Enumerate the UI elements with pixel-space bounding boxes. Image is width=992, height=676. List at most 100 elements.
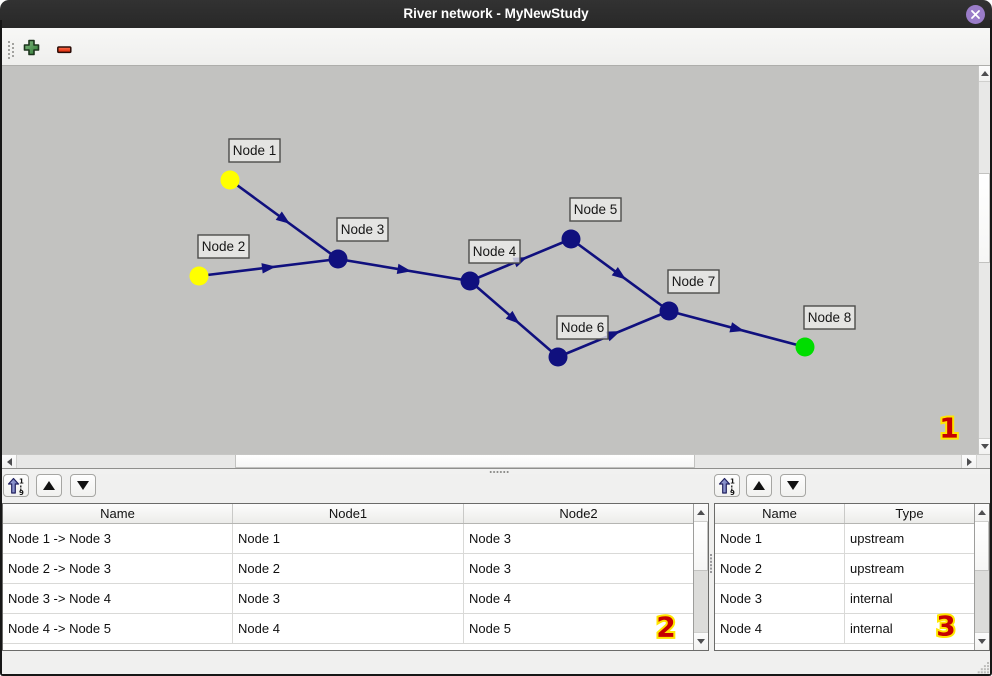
column-header-name[interactable]: Name	[715, 504, 845, 523]
svg-text:Node 1: Node 1	[233, 143, 277, 158]
table-cell[interactable]: Node 2 -> Node 3	[3, 554, 233, 584]
edge-node-3-to-node-4[interactable]	[337, 257, 471, 283]
move-up-icon	[753, 481, 765, 490]
node-node-5[interactable]	[561, 229, 581, 249]
table-cell[interactable]: upstream	[845, 524, 974, 554]
table-cell[interactable]: upstream	[845, 554, 974, 584]
canvas-vscrollbar[interactable]	[978, 66, 990, 454]
column-header-node1[interactable]: Node1	[233, 504, 464, 523]
edge-node-1-to-node-3[interactable]	[229, 178, 339, 261]
node-node-1[interactable]	[220, 170, 240, 190]
nodes-table-scrollbar[interactable]	[974, 504, 989, 650]
table-cell[interactable]: Node 4	[233, 614, 464, 644]
move-down-button-left[interactable]	[70, 474, 96, 497]
canvas-vscrollbar-thumb[interactable]	[979, 173, 990, 263]
close-button[interactable]	[966, 5, 985, 24]
column-header-name[interactable]: Name	[3, 504, 233, 523]
resize-grip-icon[interactable]	[986, 662, 989, 664]
scroll-down-button[interactable]	[979, 438, 990, 454]
table-cell[interactable]: Node 3	[464, 554, 693, 584]
reaches-table-scrollbar[interactable]	[693, 504, 708, 650]
table-cell[interactable]: Node 1	[233, 524, 464, 554]
edge-node-6-to-node-7[interactable]	[557, 309, 670, 359]
scroll-down-icon	[697, 639, 705, 644]
canvas-hscrollbar-thumb[interactable]	[235, 455, 695, 468]
table-cell[interactable]: Node 2	[715, 554, 845, 584]
sort-ascending-icon: 1 9	[718, 477, 735, 496]
node-node-7[interactable]	[659, 301, 679, 321]
move-up-icon	[43, 481, 55, 490]
node-node-3[interactable]	[328, 249, 348, 269]
minus-icon	[57, 46, 72, 54]
svg-text:1: 1	[19, 477, 24, 485]
edge-node-4-to-node-6[interactable]	[469, 280, 559, 358]
plus-icon	[23, 39, 40, 56]
table-cell[interactable]: Node 5	[464, 614, 693, 644]
table-cell[interactable]: internal	[845, 584, 974, 614]
table-cell[interactable]: Node 3	[464, 524, 693, 554]
table-splitter-dots-icon[interactable]	[710, 554, 712, 556]
table-cell[interactable]: Node 4	[464, 584, 693, 614]
node-node-2[interactable]	[189, 266, 209, 286]
sort-reaches-button[interactable]: 1 9	[3, 474, 29, 497]
scroll-down-button[interactable]	[975, 632, 989, 650]
table-cell[interactable]: Node 4	[715, 614, 845, 644]
splitter-handle[interactable]	[2, 468, 990, 474]
table-cell[interactable]: Node 1 -> Node 3	[3, 524, 233, 554]
window-border	[0, 20, 2, 676]
reaches-table-scrollbar-thumb[interactable]	[694, 522, 708, 571]
column-header-node2[interactable]: Node2	[559, 506, 598, 521]
edge-node-2-to-node-3[interactable]	[198, 257, 339, 278]
edge-node-5-to-node-7[interactable]	[570, 237, 670, 313]
table-cell[interactable]: Node 3	[715, 584, 845, 614]
sort-nodes-button[interactable]: 1 9	[714, 474, 740, 497]
table-cell[interactable]: Node 2	[233, 554, 464, 584]
scroll-up-button[interactable]	[979, 66, 990, 82]
scroll-up-button[interactable]	[975, 504, 989, 522]
edge-node-7-to-node-8[interactable]	[668, 309, 806, 349]
window-border	[990, 20, 992, 676]
column-header-type[interactable]: Type	[895, 506, 924, 521]
node-node-6[interactable]	[548, 347, 568, 367]
toolbar-grip[interactable]	[8, 41, 10, 43]
canvas-hscrollbar[interactable]	[2, 454, 976, 468]
svg-text:9: 9	[730, 489, 735, 496]
node-node-8[interactable]	[795, 337, 815, 357]
window-border	[0, 674, 992, 676]
move-down-icon	[77, 481, 89, 490]
nodes-table-scrollbar-thumb[interactable]	[975, 522, 989, 571]
scroll-down-icon	[978, 639, 986, 644]
node-label-node-3: Node 3	[336, 217, 389, 242]
titlebar[interactable]: River network - MyNewStudy	[0, 0, 992, 28]
move-up-button-right[interactable]	[746, 474, 772, 497]
table-cell[interactable]: internal	[845, 614, 974, 644]
move-down-button-right[interactable]	[780, 474, 806, 497]
move-up-button-left[interactable]	[36, 474, 62, 497]
table-cell[interactable]: Node 1	[715, 524, 845, 554]
scroll-up-button[interactable]	[694, 504, 708, 522]
table-cell[interactable]: Node 3 -> Node 4	[3, 584, 233, 614]
node-node-4[interactable]	[460, 271, 480, 291]
add-node-button[interactable]	[23, 39, 40, 61]
remove-node-button[interactable]	[56, 41, 73, 63]
scroll-down-button[interactable]	[694, 632, 708, 650]
scroll-right-button[interactable]	[961, 455, 976, 468]
scroll-left-button[interactable]	[2, 455, 17, 468]
table-cell[interactable]: Node 4 -> Node 5	[3, 614, 233, 644]
table-cell[interactable]: Node 3	[233, 584, 464, 614]
node-label-node-4: Node 4	[468, 239, 521, 264]
svg-text:Node 3: Node 3	[341, 222, 385, 237]
